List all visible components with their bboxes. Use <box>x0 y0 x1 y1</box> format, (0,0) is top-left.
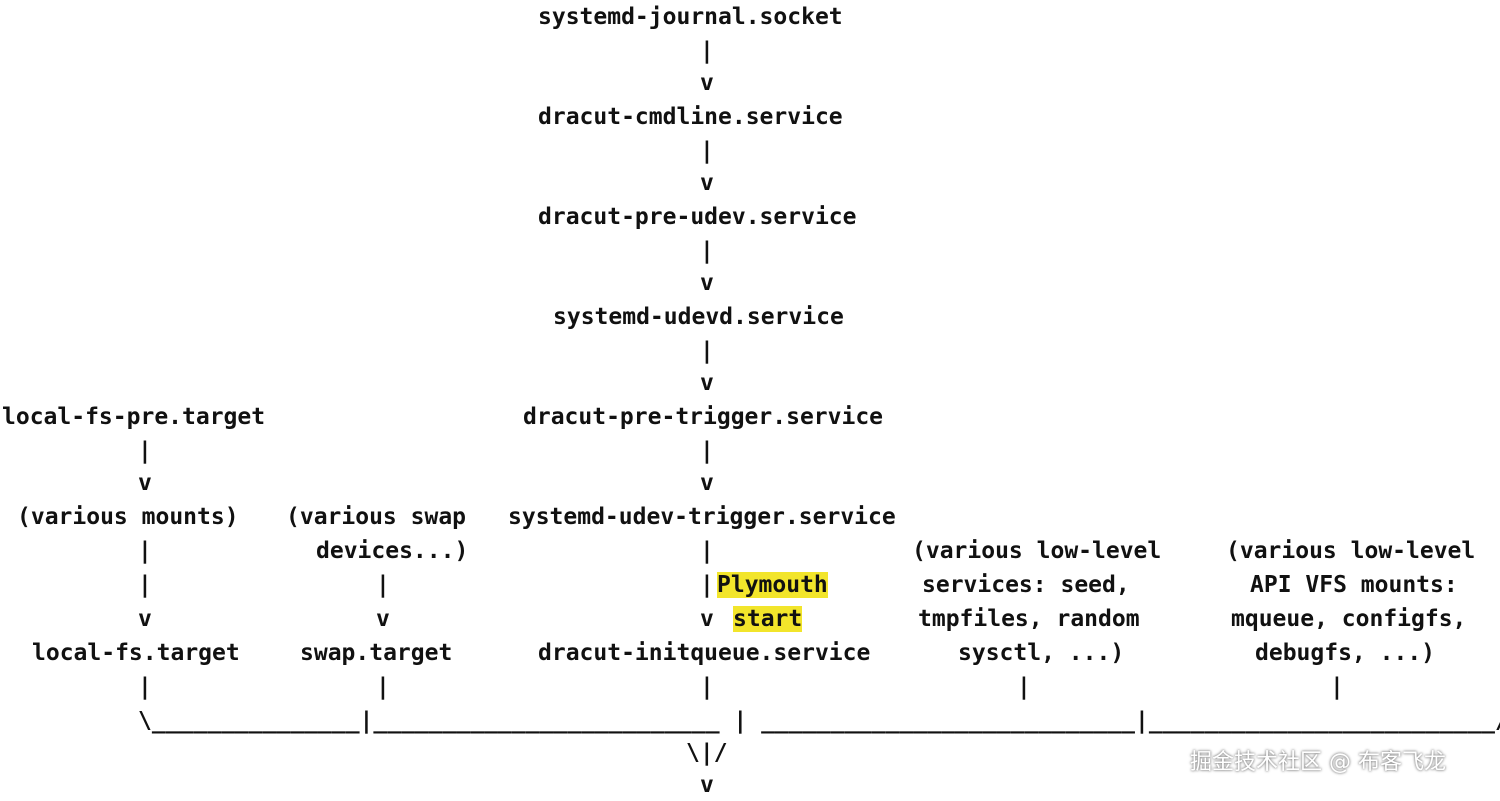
arrow-stem: | <box>138 674 152 700</box>
arrow-head: v <box>700 606 714 632</box>
arrow-stem: | <box>700 138 714 164</box>
node-low-level-services-3: tmpfiles, random <box>918 606 1140 632</box>
node-systemd-udevd-service: systemd-udevd.service <box>553 304 844 330</box>
merge-line: \_______________|_______________________… <box>138 708 1500 734</box>
arrow-head: v <box>700 270 714 296</box>
arrow-stem: | <box>138 538 152 564</box>
node-local-fs-pre-target: local-fs-pre.target <box>2 404 266 430</box>
node-swap-target: swap.target <box>300 640 453 666</box>
arrow-head: v <box>700 470 714 496</box>
node-low-level-api-vfs-2: API VFS mounts: <box>1250 572 1458 598</box>
node-local-fs-target: local-fs.target <box>32 640 240 666</box>
node-dracut-pre-udev-service: dracut-pre-udev.service <box>538 204 857 230</box>
arrow-stem: | <box>1017 674 1031 700</box>
arrow-stem: | <box>1330 674 1344 700</box>
node-low-level-api-vfs-4: debugfs, ...) <box>1255 640 1436 666</box>
arrow-head: v <box>138 470 152 496</box>
arrow-head: v <box>700 170 714 196</box>
plymouth-start-label: Plymouth <box>717 568 828 602</box>
watermark-text: 掘金技术社区 @ 布客飞龙 <box>1190 750 1446 775</box>
arrow-stem: | <box>700 674 714 700</box>
arrow-stem: | <box>376 572 390 598</box>
arrow-stem: | <box>700 538 714 564</box>
arrow-stem: | <box>138 572 152 598</box>
arrow-head: v <box>138 606 152 632</box>
arrow-stem: | <box>700 572 714 598</box>
arrow-head: v <box>700 370 714 396</box>
node-dracut-initqueue-service: dracut-initqueue.service <box>538 640 871 666</box>
node-dracut-cmdline-service: dracut-cmdline.service <box>538 104 843 130</box>
node-low-level-services-1: (various low-level <box>912 538 1162 564</box>
arrow-stem: | <box>138 438 152 464</box>
arrow-stem: | <box>700 38 714 64</box>
node-dracut-pre-trigger-service: dracut-pre-trigger.service <box>523 404 884 430</box>
node-swap-devices: devices...) <box>316 538 469 564</box>
arrow-stem: | <box>700 238 714 264</box>
node-low-level-api-vfs-1: (various low-level <box>1226 538 1476 564</box>
node-low-level-services-4: sysctl, ...) <box>958 640 1125 666</box>
arrow-stem: | <box>700 338 714 364</box>
node-low-level-api-vfs-3: mqueue, configfs, <box>1231 606 1467 632</box>
node-systemd-journal-socket: systemd-journal.socket <box>538 4 843 30</box>
node-various-swap: (various swap <box>286 504 467 530</box>
node-various-mounts: (various mounts) <box>17 504 239 530</box>
arrow-head: v <box>700 70 714 96</box>
arrow-head: v <box>376 606 390 632</box>
plymouth-start-label-2: start <box>733 602 803 636</box>
arrow-head: v <box>700 772 714 798</box>
arrow-stem: | <box>700 438 714 464</box>
plymouth-highlight: Plymouth <box>717 572 828 598</box>
arrow-stem: | <box>376 674 390 700</box>
node-systemd-udev-trigger-service: systemd-udev-trigger.service <box>508 504 896 530</box>
start-highlight: start <box>733 606 803 632</box>
node-low-level-services-2: services: seed, <box>922 572 1130 598</box>
merge-arrow: \|/ <box>686 740 728 766</box>
